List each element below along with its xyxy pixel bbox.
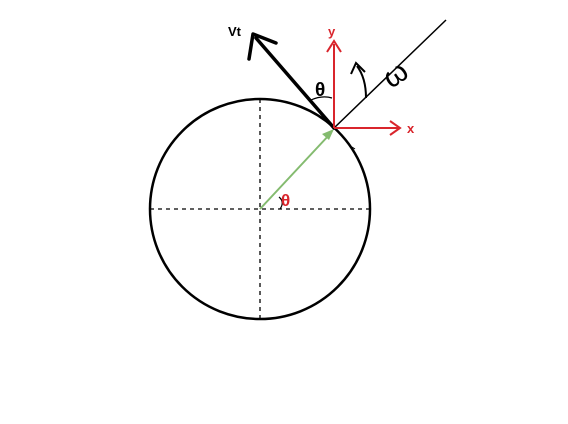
y-axis-arrow-head xyxy=(326,39,342,53)
circle-tick xyxy=(351,146,356,150)
velocity-label: Vt xyxy=(228,24,242,39)
theta-top-label: θ xyxy=(315,80,325,101)
x-axis-arrow-head xyxy=(389,120,402,136)
center-angle-arc xyxy=(278,196,283,210)
velocity-arrow-head xyxy=(247,32,278,61)
y-axis-label: y xyxy=(328,24,336,39)
omega-arrow-head xyxy=(350,61,366,75)
radius-arrow-head xyxy=(322,129,334,140)
x-axis-label: x xyxy=(407,121,415,136)
top-angle-arc xyxy=(310,96,333,101)
omega-rotation-arrow xyxy=(356,65,367,99)
radius-arrow xyxy=(259,133,331,210)
theta-center-label: θ xyxy=(281,191,290,210)
velocity-vector xyxy=(254,36,336,130)
tangent-line xyxy=(333,19,447,129)
